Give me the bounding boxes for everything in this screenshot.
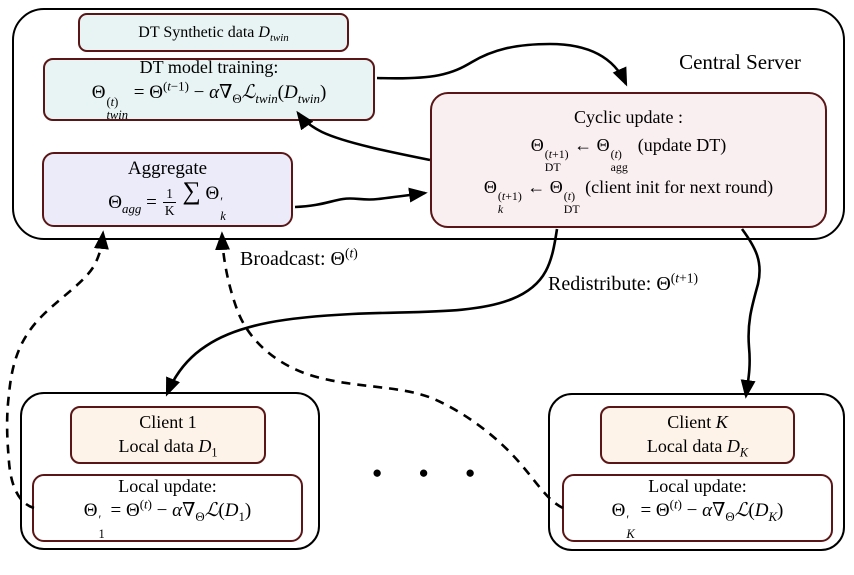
client-1-update-title: Local update: [118,475,217,496]
cyclic-update-box: Cyclic update : Θ(t+1)DT ← Θ(t)agg (upda… [430,92,827,228]
client-1-info-box: Client 1 Local data D1 [70,406,266,464]
fraction-denominator: K [162,201,177,218]
dt-model-training-title: DT model training: [139,57,279,78]
aggregate-formula-right: ∑ Θ′k [182,175,226,223]
broadcast-label: Broadcast: Θ(t) [240,245,358,270]
aggregate-box: Aggregate Θagg = 1 K ∑ Θ′k [42,152,293,227]
cyclic-update-line1: Θ(t+1)DT ← Θ(t)agg (update DT) [530,134,727,175]
aggregate-title: Aggregate [127,157,208,179]
arrow-redistribute-to-client-k [740,228,761,399]
fraction-numerator: 1 [166,185,173,201]
client-k-update-title: Local update: [648,475,747,496]
client-k-update-formula: Θ′K = Θ(t) − α∇Θℒ(DK) [611,497,784,541]
client-k-info-box: Client K Local data DK [600,406,795,464]
redistribute-label: Redistribute: Θ(t+1) [548,270,699,295]
central-server-label: Central Server [679,50,801,74]
cyclic-update-title: Cyclic update : [574,107,683,128]
dt-model-training-box: DT model training: Θ(t)twin = Θ(t−1) − α… [43,57,375,123]
aggregate-formula: Θagg = 1 K ∑ Θ′k [108,175,227,224]
client-1-update-formula: Θ′1 = Θ(t) − α∇Θℒ(D1) [83,497,252,541]
client-k-data-label: Local data DK [646,436,749,460]
client-1-update-box: Local update: Θ′1 = Θ(t) − α∇Θℒ(D1) [32,474,303,542]
cyclic-update-line2: Θ(t+1)k ← Θ(t)DT (client init for next r… [483,176,774,217]
client-k-update-box: Local update: Θ′K = Θ(t) − α∇Θℒ(DK) [562,474,833,542]
client-k-name: Client K [667,412,728,433]
clients-ellipsis: ● ● ● [372,463,492,482]
dt-synthetic-data-box: DT Synthetic data Dtwin [78,13,349,52]
client-1-name: Client 1 [139,412,197,433]
arrow-broadcast-to-client-1 [165,228,559,397]
aggregate-formula-left: Θagg = [108,191,157,216]
dt-model-training-formula: Θ(t)twin = Θ(t−1) − α∇Θℒtwin(Dtwin) [91,78,327,123]
dt-synthetic-data-label: DT Synthetic data Dtwin [138,23,289,45]
aggregate-fraction: 1 K [162,185,177,218]
client-1-data-label: Local data D1 [118,436,218,460]
